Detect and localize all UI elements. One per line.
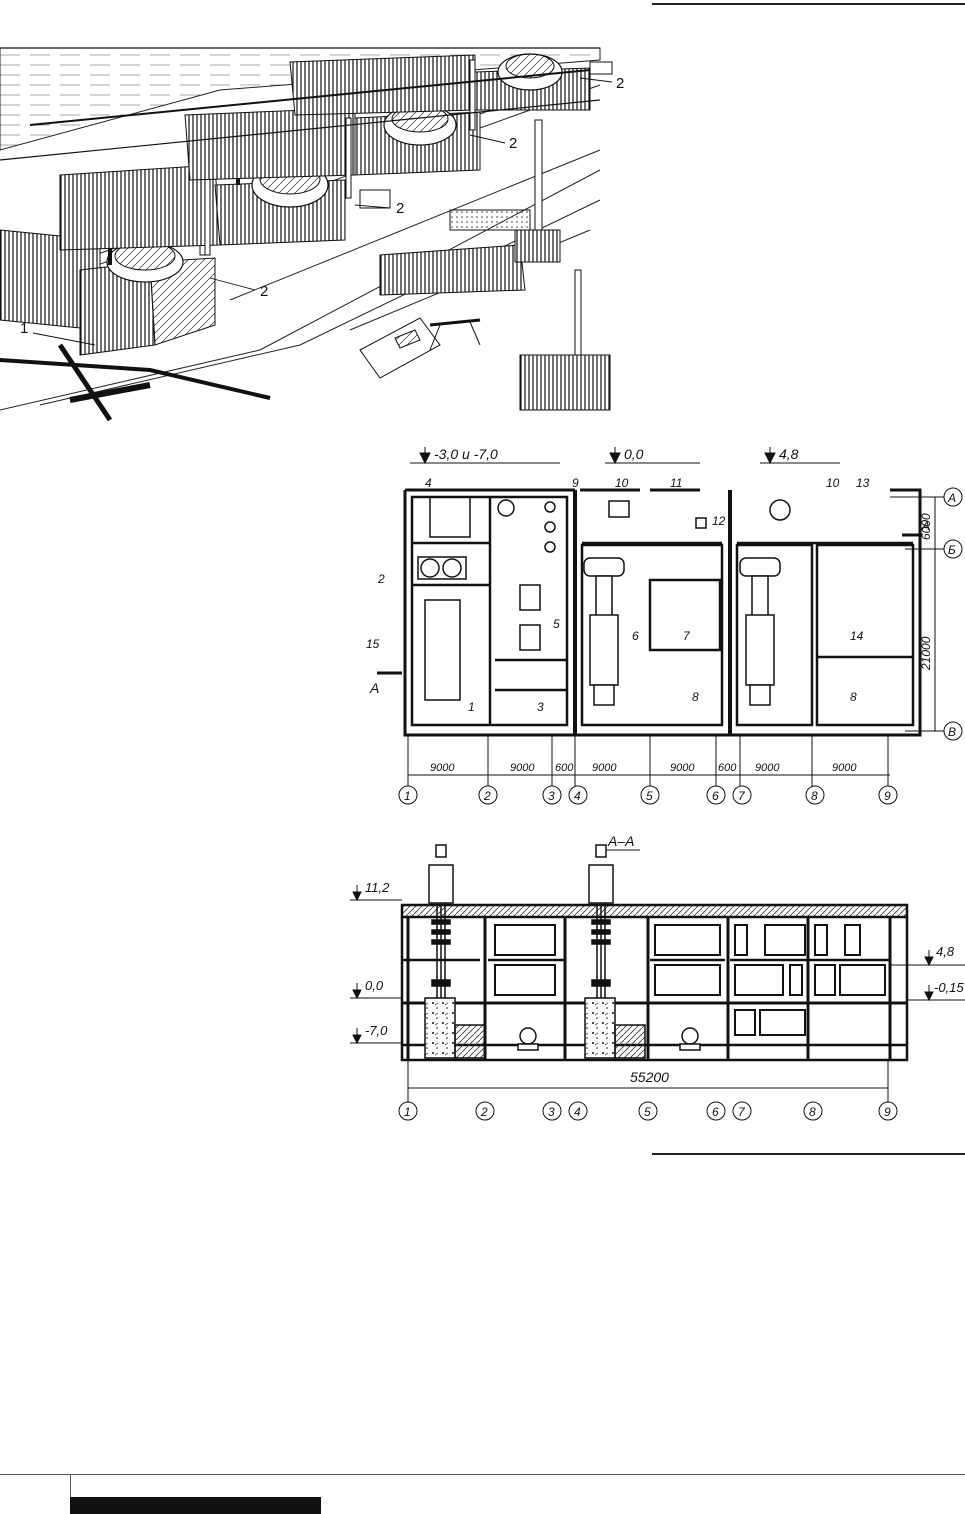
section-overall-dimension: 55200 — [630, 1069, 669, 1085]
dimension-1-2: 9000 — [430, 762, 455, 774]
room-label-10a: 10 — [615, 476, 629, 490]
dimension-2-3: 9000 — [510, 762, 535, 774]
dimension-5-6: 9000 — [670, 762, 695, 774]
room-label-8b: 8 — [850, 690, 857, 704]
dimension-7-8: 9000 — [755, 762, 780, 774]
plan-axis-6: 6 — [712, 789, 719, 803]
room-label-13: 13 — [856, 476, 870, 490]
section-levels-left — [350, 885, 402, 1043]
plan-axis-4: 4 — [574, 789, 581, 803]
room-label-6: 6 — [632, 629, 639, 643]
plan-walls — [412, 497, 913, 725]
dimension-values: 9000 9000 600 9000 9000 600 9000 9000 — [430, 762, 857, 774]
section-title: А–А — [607, 833, 634, 849]
row-axis-b: Б — [948, 543, 956, 557]
plan-axis-8: 8 — [811, 789, 818, 803]
section-room-grid — [495, 925, 885, 1035]
plan-axis-5: 5 — [646, 789, 653, 803]
perspective-view: 1 2 2 2 2 — [0, 0, 965, 425]
level-11-2: 11,2 — [365, 880, 390, 895]
room-label-12: 12 — [712, 514, 726, 528]
reactor-vessel-1 — [425, 845, 485, 1058]
level-label-lower: -3,0 и -7,0 — [434, 446, 498, 462]
room-label-14: 14 — [850, 629, 864, 643]
level-label-upper: 4,8 — [779, 446, 799, 462]
room-label-11: 11 — [670, 476, 682, 490]
level-label-zero: 0,0 — [624, 446, 644, 462]
plan-equipment — [418, 497, 790, 705]
plan-axis-1: 1 — [404, 789, 411, 803]
room-label-9: 9 — [572, 476, 579, 490]
level-4-8: 4,8 — [936, 944, 955, 959]
section-bottom-rule — [652, 1153, 965, 1155]
room-label-4: 4 — [425, 476, 432, 490]
section-axis-5: 5 — [644, 1105, 651, 1119]
room-label-3: 3 — [537, 700, 544, 714]
section-axis-6: 6 — [712, 1105, 719, 1119]
section-axis-2: 2 — [480, 1105, 488, 1119]
room-label-1: 1 — [468, 700, 475, 714]
row-axis-v: В — [948, 725, 956, 739]
callout-label-1: 1 — [20, 320, 28, 337]
row-axis-a: А — [947, 491, 956, 505]
callout-label-2a: 2 — [260, 283, 268, 300]
section-mark-left: A — [369, 680, 379, 696]
footer-rule — [0, 1474, 965, 1475]
plan-axis-9: 9 — [884, 789, 891, 803]
section-axis-3: 3 — [548, 1105, 555, 1119]
callout-label-2d: 2 — [616, 75, 624, 92]
plan-axis-3: 3 — [548, 789, 555, 803]
callout-label-2b: 2 — [396, 200, 404, 217]
room-label-2: 2 — [377, 572, 385, 586]
dimension-4-5: 9000 — [592, 762, 617, 774]
vertical-dimension-6000: 6000 — [919, 513, 933, 540]
level-minus-7: -7,0 — [365, 1023, 388, 1038]
section-axis-1: 1 — [404, 1105, 411, 1119]
plan-view: -3,0 и -7,0 0,0 4,8 — [0, 435, 965, 815]
section-axis-8: 8 — [809, 1105, 816, 1119]
footer-bar — [70, 1497, 321, 1514]
room-label-7: 7 — [683, 629, 691, 643]
section-axis-9: 9 — [884, 1105, 891, 1119]
section-axis-4: 4 — [574, 1105, 581, 1119]
dimension-3-4: 600 — [555, 762, 574, 774]
reactor-vessel-2 — [585, 845, 645, 1058]
level-0-0: 0,0 — [365, 978, 384, 993]
room-label-8a: 8 — [692, 690, 699, 704]
room-label-5: 5 — [553, 617, 560, 631]
level-minus-0-15: -0,15 — [934, 980, 964, 995]
plan-outline — [405, 490, 920, 735]
vertical-dimension-21000: 21000 — [919, 636, 933, 671]
room-label-10b: 10 — [826, 476, 840, 490]
section-view: А–А — [0, 830, 965, 1130]
dimension-chain — [408, 735, 890, 790]
dimension-6-7: 600 — [718, 762, 737, 774]
room-label-15: 15 — [366, 637, 380, 651]
callout-label-2c: 2 — [509, 135, 517, 152]
dimension-8-9: 9000 — [832, 762, 857, 774]
plan-axis-2: 2 — [483, 789, 491, 803]
